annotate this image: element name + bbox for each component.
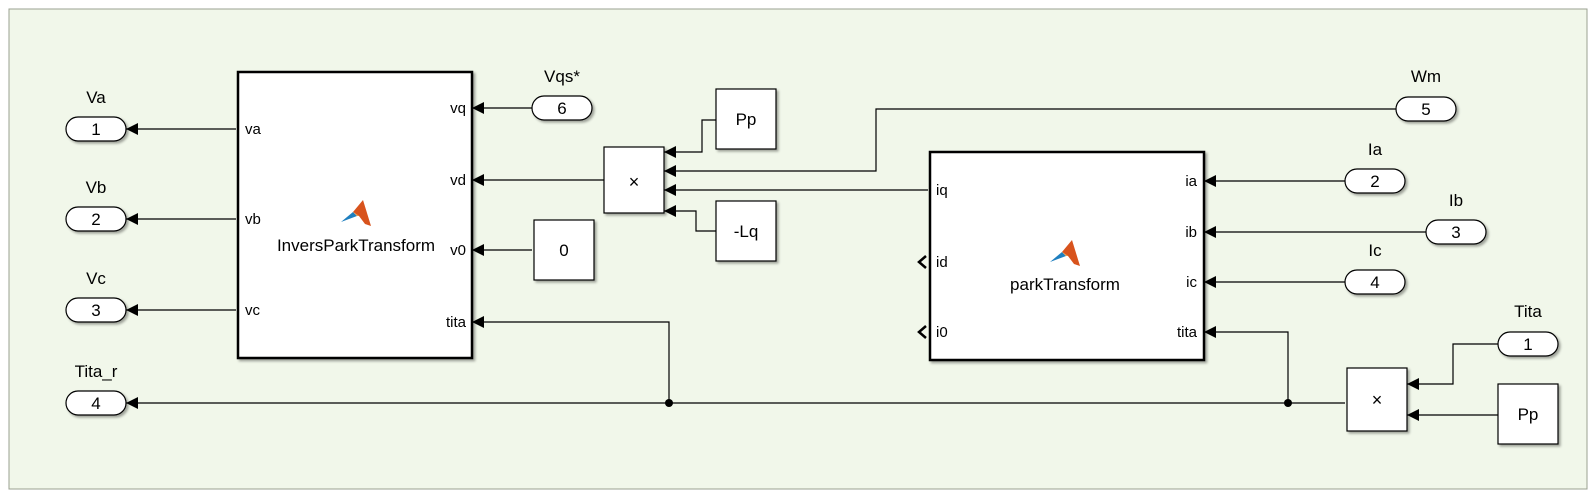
- port-label-v0: v0: [450, 242, 466, 259]
- inport-ia[interactable]: 2 Ia: [1344, 140, 1406, 194]
- port-name: Ic: [1368, 241, 1382, 260]
- unconnected-port-id: [917, 255, 927, 269]
- wire-lq: [664, 205, 716, 232]
- port-number: 3: [91, 301, 100, 320]
- inport-wm[interactable]: 5 Wm: [1395, 67, 1457, 122]
- port-number: 6: [557, 99, 566, 118]
- port-label-ib: ib: [1185, 224, 1197, 241]
- matlab-function-icon: [341, 200, 371, 226]
- block-name-park: parkTransform: [1010, 275, 1120, 294]
- constant-block-pp-bottom[interactable]: Pp: [1497, 383, 1559, 445]
- port-label-vd: vd: [450, 172, 466, 189]
- outport-vc[interactable]: 3 Vc: [65, 269, 127, 323]
- inport-tita[interactable]: 1 Tita: [1497, 302, 1559, 357]
- port-number: 2: [1370, 172, 1379, 191]
- port-name: Ib: [1449, 191, 1463, 210]
- port-number: 4: [91, 394, 100, 413]
- constant-value: 0: [559, 241, 568, 260]
- outport-va[interactable]: 1 Va: [65, 88, 127, 142]
- product-block-bottom[interactable]: ×: [1346, 367, 1408, 432]
- port-label-vc: vc: [245, 302, 261, 319]
- port-label-id: id: [936, 254, 948, 271]
- product-symbol: ×: [629, 172, 640, 192]
- port-label-vb: vb: [245, 211, 261, 228]
- constant-value: Pp: [1518, 405, 1539, 424]
- constant-block-pp-top[interactable]: Pp: [715, 88, 777, 150]
- unconnected-port-i0: [917, 325, 927, 339]
- port-label-tita: tita: [446, 314, 467, 331]
- port-number: 1: [1523, 335, 1532, 354]
- constant-value: -Lq: [734, 222, 759, 241]
- port-label-iq: iq: [936, 182, 948, 199]
- outport-vb[interactable]: 2 Vb: [65, 178, 127, 232]
- matlab-function-icon: [1050, 240, 1080, 266]
- inport-ic[interactable]: 4 Ic: [1344, 241, 1406, 295]
- port-name: Vc: [86, 269, 106, 288]
- invers-park-transform-block[interactable]: va vb vc vq vd v0 tita InversParkTransfo…: [236, 70, 474, 360]
- port-name: Va: [86, 88, 106, 107]
- product-symbol: ×: [1372, 390, 1383, 410]
- outport-tita-r[interactable]: 4 Tita_r: [65, 362, 127, 416]
- constant-value: Pp: [736, 110, 757, 129]
- port-number: 2: [91, 210, 100, 229]
- port-name: Wm: [1411, 67, 1441, 86]
- wire-tita-park: [1204, 326, 1289, 403]
- signal-lines: [126, 102, 1498, 421]
- inport-vqs[interactable]: 6 Vqs*: [531, 67, 593, 121]
- port-name: Tita: [1514, 302, 1542, 321]
- port-name: Vqs*: [544, 67, 580, 86]
- wire-wm: [664, 108, 1396, 177]
- port-number: 3: [1451, 223, 1460, 242]
- block-name-invers-park: InversParkTransform: [277, 236, 435, 255]
- wire-tita-inv: [472, 316, 670, 403]
- port-label-tita-park: tita: [1177, 324, 1198, 341]
- branch-dot-left: [665, 399, 673, 407]
- port-label-ic: ic: [1186, 274, 1197, 291]
- port-label-i0: i0: [936, 324, 948, 341]
- port-name: Ia: [1368, 140, 1383, 159]
- wire-pp-top: [664, 119, 716, 158]
- inport-ib[interactable]: 3 Ib: [1425, 191, 1487, 245]
- port-name: Vb: [86, 178, 107, 197]
- port-number: 1: [91, 120, 100, 139]
- constant-block-lq[interactable]: -Lq: [715, 200, 777, 262]
- port-number: 5: [1421, 100, 1430, 119]
- park-transform-block[interactable]: iq id i0 ia ib ic tita parkTransform: [917, 150, 1206, 362]
- product-block-top[interactable]: ×: [603, 146, 665, 214]
- port-label-vq: vq: [450, 100, 466, 117]
- port-label-va: va: [245, 121, 262, 138]
- port-number: 4: [1370, 273, 1379, 292]
- port-name: Tita_r: [75, 362, 118, 381]
- constant-block-zero[interactable]: 0: [533, 219, 595, 281]
- port-label-ia: ia: [1185, 173, 1197, 190]
- wire-tita-in: [1407, 343, 1498, 390]
